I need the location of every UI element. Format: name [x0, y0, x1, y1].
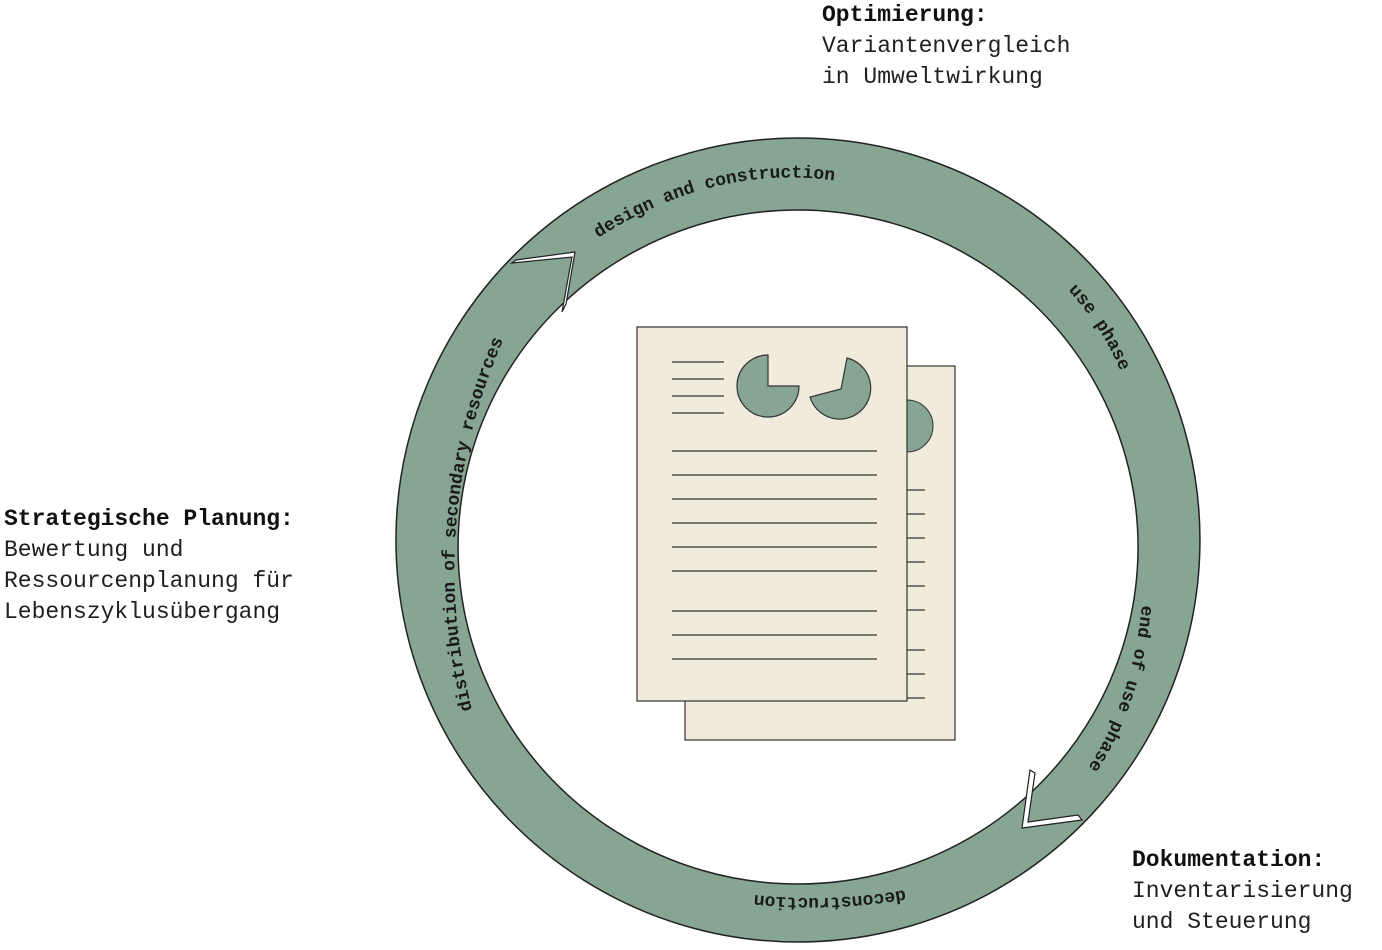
callout-heading: Strategische Planung:: [4, 506, 294, 532]
callout-line: Inventarisierung: [1132, 878, 1353, 904]
callout-dokumentation: Dokumentation: Inventarisierung und Steu…: [1132, 845, 1353, 938]
callout-line: Lebenszyklusübergang: [4, 599, 281, 625]
ring-band: [395, 137, 1201, 943]
callout-heading: Dokumentation:: [1132, 847, 1326, 873]
callout-line: Variantenvergleich: [822, 33, 1071, 59]
callout-heading: Optimierung:: [822, 2, 988, 28]
lifecycle-ring: [395, 137, 1201, 943]
callout-strategische-planung: Strategische Planung: Bewertung und Ress…: [4, 504, 294, 628]
callout-line: Bewertung und: [4, 537, 184, 563]
callout-line: und Steuerung: [1132, 909, 1312, 935]
document-front: [636, 326, 908, 702]
pie-chart-icon: [809, 357, 872, 420]
arrow-notch-right: [1021, 769, 1084, 829]
documents-illustration: [636, 326, 956, 741]
arrow-notch-left: [509, 251, 576, 313]
callout-line: in Umweltwirkung: [822, 64, 1043, 90]
callout-optimierung: Optimierung: Variantenvergleich in Umwel…: [822, 0, 1070, 93]
callout-line: Ressourcenplanung für: [4, 568, 294, 594]
pie-chart-icon: [736, 354, 800, 418]
